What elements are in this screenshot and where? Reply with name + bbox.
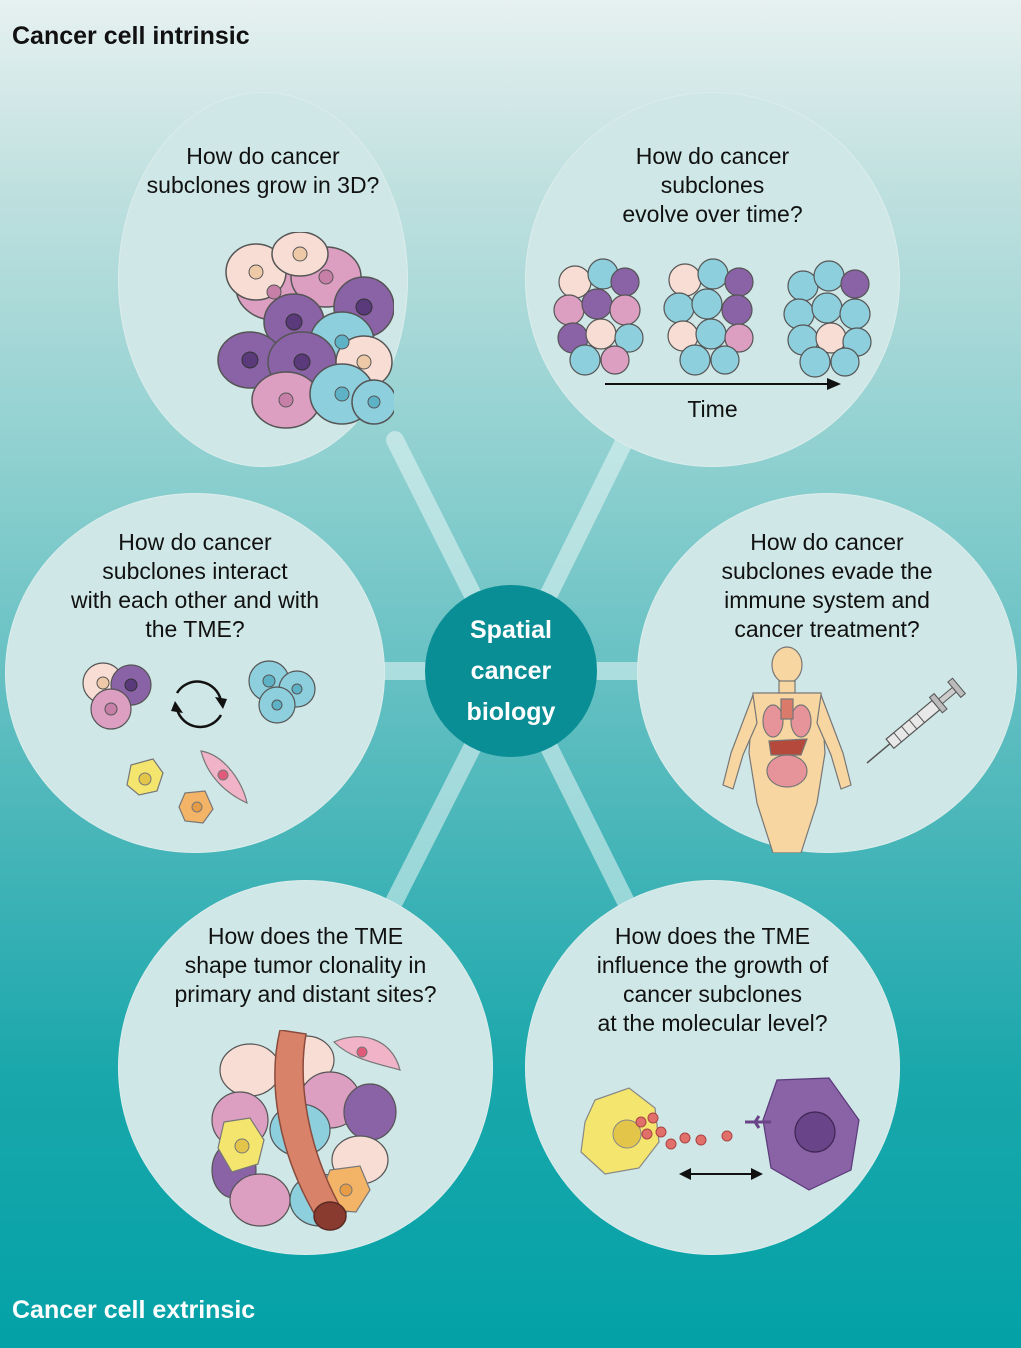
time-axis-label: Time [687, 396, 738, 422]
syringe-icon [866, 677, 967, 764]
subclone-evolution-illustration [553, 258, 872, 390]
cell-cluster-illustration [217, 232, 394, 429]
extrinsic-axis-label: Cancer cell extrinsic [12, 1296, 256, 1324]
bubble-grow-3d: How do cancer subclones grow in 3D? [118, 92, 408, 467]
question-grow-3d: How do cancer subclones grow in 3D? [146, 143, 380, 198]
tumor-vessel-illustration [211, 1030, 401, 1231]
question-evolve-time: How do cancer subclones evolve over time… [622, 143, 803, 227]
question-evade-immune: How do cancer subclones evade the immune… [721, 529, 933, 642]
question-tme-clonality: How does the TME shape tumor clonality i… [174, 923, 437, 1007]
bubble-interact: How do cancer subclones interact with ea… [5, 493, 385, 853]
body-injection-illustration [722, 646, 967, 853]
bubble-evade-immune: How do cancer subclones evade the immune… [637, 493, 1017, 853]
question-interact: How do cancer subclones interact with ea… [70, 529, 320, 642]
hub-label: Spatial cancer biology [466, 615, 556, 726]
signaling-illustration [580, 1077, 860, 1191]
bubble-molecular-level: How does the TME influence the growth of… [525, 880, 900, 1255]
bubble-tme-clonality: How does the TME shape tumor clonality i… [118, 880, 493, 1255]
intrinsic-axis-label: Cancer cell intrinsic [12, 22, 250, 50]
question-molecular-level: How does the TME influence the growth of… [596, 923, 829, 1036]
cell-interaction-illustration [82, 660, 316, 824]
central-hub: Spatial cancer biology [425, 585, 597, 757]
bubble-evolve-time: How do cancer subclones evolve over time… [525, 92, 900, 467]
